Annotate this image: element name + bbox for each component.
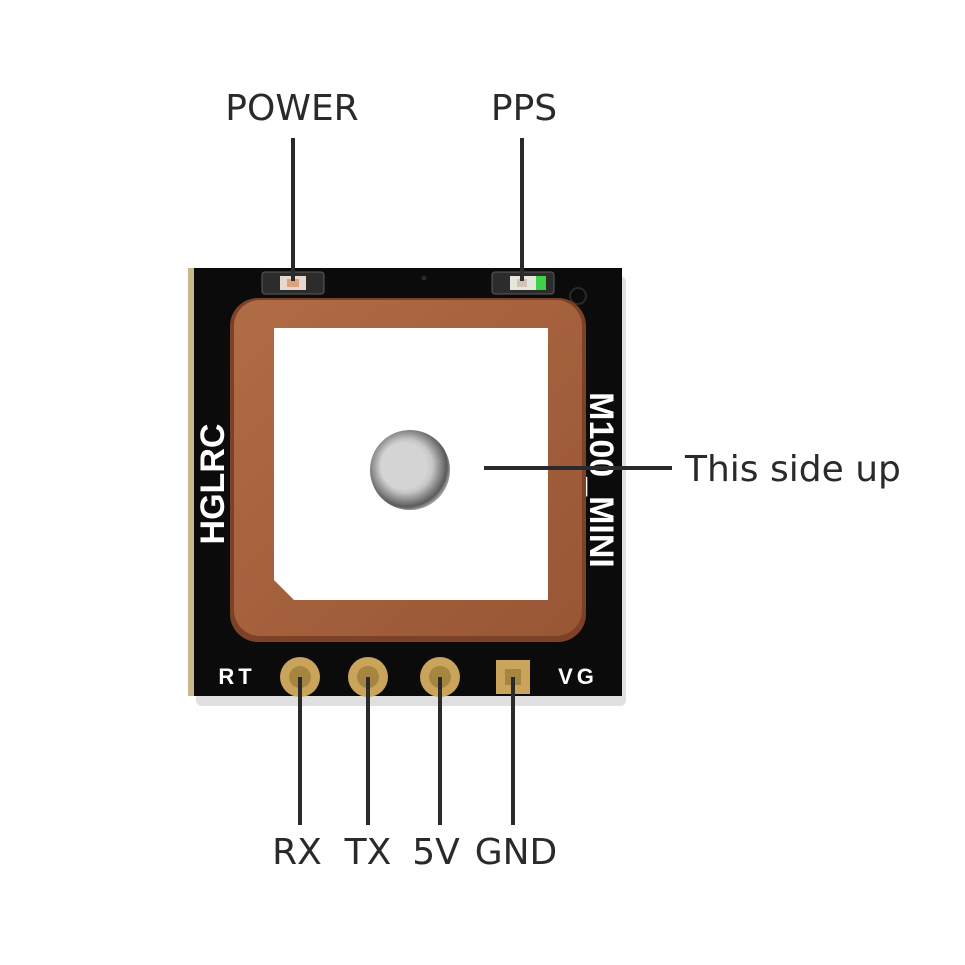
pin-label-gnd: GND [475, 832, 558, 873]
pin-label-5v: 5V [412, 832, 460, 873]
leader-lines [291, 138, 672, 825]
pin-label-rx: RX [272, 832, 322, 873]
silk-vg: VG [558, 664, 598, 689]
board-via [421, 275, 427, 281]
pps-label: PPS [491, 88, 557, 129]
power-led [261, 271, 325, 295]
board-edge [188, 268, 194, 696]
board-hole [569, 287, 587, 305]
orientation-label: This side up [684, 449, 901, 490]
model-silkscreen: M100_MINI [582, 392, 620, 568]
power-label: POWER [225, 88, 358, 129]
pad-gnd [496, 660, 530, 694]
silk-rt: RT [218, 664, 255, 689]
pin-label-tx: TX [344, 832, 392, 873]
brand-silkscreen: HGLRC [194, 424, 232, 545]
pps-led [491, 271, 555, 295]
patch-antenna [230, 298, 586, 642]
